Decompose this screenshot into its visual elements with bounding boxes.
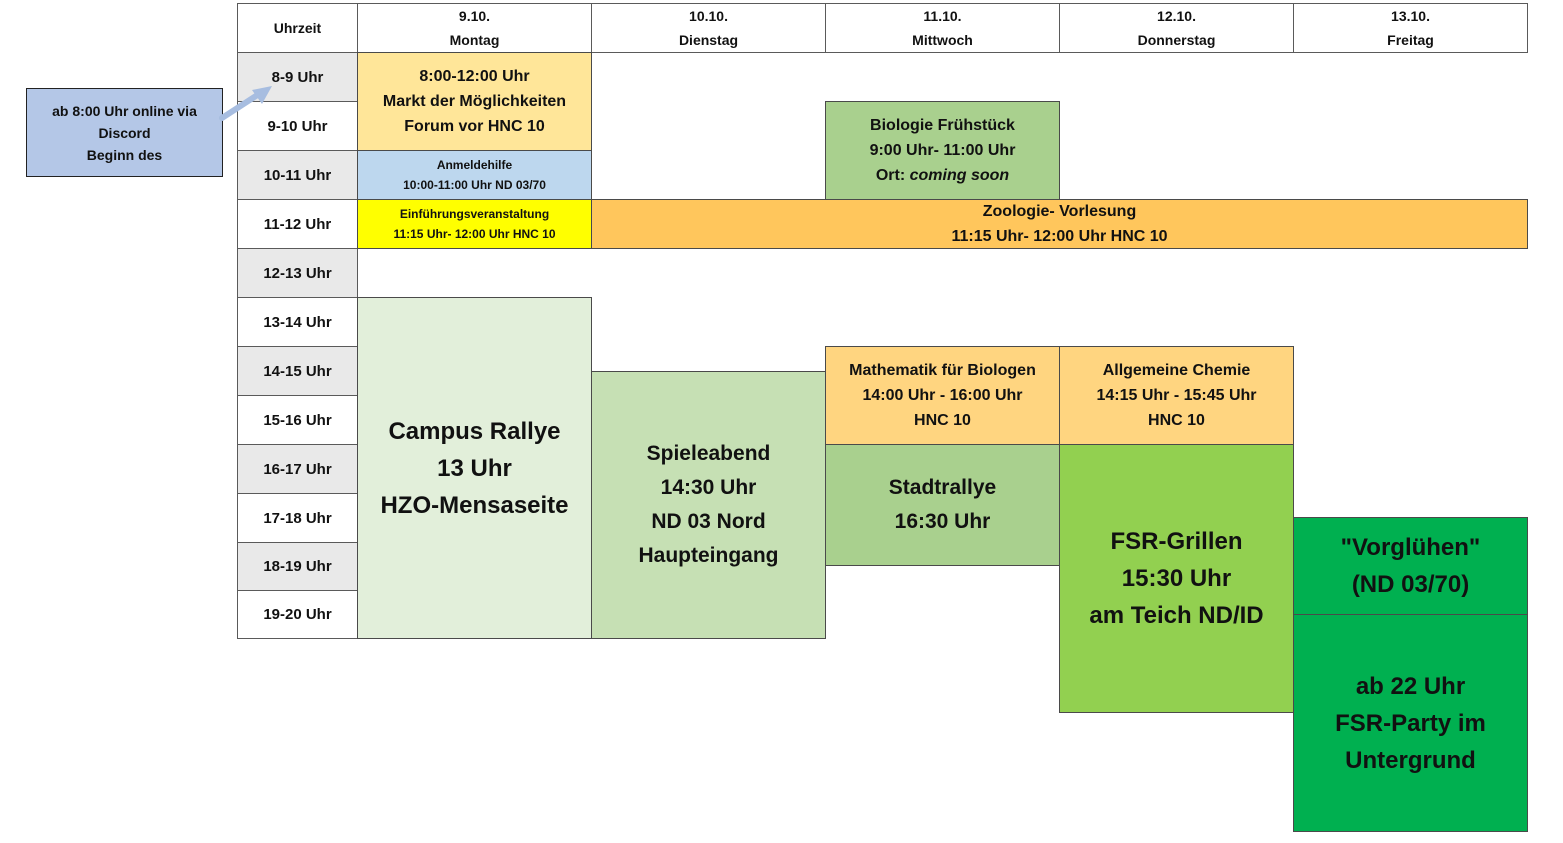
event-location: Haupteingang xyxy=(638,544,779,567)
time-slot-label: 11-12 Uhr xyxy=(263,215,332,233)
event-time: 8:00-12:00 Uhr xyxy=(419,68,530,85)
time-slot-label: 14-15 Uhr xyxy=(263,362,332,380)
time-slot-label: 17-18 Uhr xyxy=(263,509,332,527)
time-slot: 13-14 Uhr xyxy=(237,297,358,347)
time-slot: 12-13 Uhr xyxy=(237,248,358,298)
time-slot-label: 9-10 Uhr xyxy=(267,117,328,135)
event-campus-rallye: Campus Rallye 13 Uhr HZO-Mensaseite xyxy=(357,297,592,639)
event-title: FSR-Party im xyxy=(1335,709,1486,737)
header-uhrzeit: Uhrzeit xyxy=(237,3,358,53)
event-title: Allgemeine Chemie xyxy=(1102,362,1251,379)
header-day-freitag: 13.10. Freitag xyxy=(1293,3,1528,53)
discord-note: ab 8:00 Uhr online via Discord Beginn de… xyxy=(26,88,223,177)
header-weekday: Dienstag xyxy=(678,32,739,48)
header-date: 9.10. xyxy=(458,8,491,24)
event-mathematik-fuer-biologen: Mathematik für Biologen 14:00 Uhr - 16:0… xyxy=(825,346,1060,445)
time-slot-label: 18-19 Uhr xyxy=(263,558,332,575)
header-day-dienstag: 10.10. Dienstag xyxy=(591,3,826,53)
header-date: 13.10. xyxy=(1391,8,1430,24)
event-fsr-party: ab 22 Uhr FSR-Party im Untergrund xyxy=(1293,614,1528,832)
note-line: Discord xyxy=(98,124,151,141)
time-slot-label: 12-13 Uhr xyxy=(263,264,332,282)
note-line: ab 8:00 Uhr online via xyxy=(52,102,197,119)
event-time: 9:00 Uhr- 11:00 Uhr xyxy=(869,142,1016,159)
time-slot: 10-11 Uhr xyxy=(237,150,358,200)
event-title: Anmeldehilfe xyxy=(436,158,513,172)
header-date: 12.10. xyxy=(1157,8,1196,24)
event-location: (ND 03/70) xyxy=(1351,571,1470,598)
event-location: HZO-Mensaseite xyxy=(380,491,569,519)
event-time: 11:15 Uhr- 12:00 Uhr HNC 10 xyxy=(393,227,556,241)
time-slot-label: 15-16 Uhr xyxy=(263,411,332,429)
time-slot-label: 10-11 Uhr xyxy=(263,166,332,184)
note-line: Beginn des xyxy=(86,146,163,163)
event-title: Einführungsveranstaltung xyxy=(399,207,550,221)
time-slot: 19-20 Uhr xyxy=(237,590,358,639)
event-location: Forum vor HNC 10 xyxy=(404,118,545,135)
header-weekday: Donnerstag xyxy=(1137,32,1216,48)
event-location: Untergrund xyxy=(1345,746,1476,774)
header-day-donnerstag: 12.10. Donnerstag xyxy=(1059,3,1294,53)
event-time: 14:15 Uhr - 15:45 Uhr xyxy=(1096,387,1257,404)
event-title: "Vorglühen" xyxy=(1340,534,1481,561)
time-slot: 15-16 Uhr xyxy=(237,395,358,445)
header-date: 10.10. xyxy=(689,8,728,24)
time-slot-label: 16-17 Uhr xyxy=(263,460,332,478)
event-location-label: Ort: xyxy=(875,167,910,184)
event-title: FSR-Grillen xyxy=(1110,528,1243,555)
event-location: ND 03 Nord xyxy=(651,510,766,533)
event-title: Campus Rallye xyxy=(388,417,561,445)
time-slot: 14-15 Uhr xyxy=(237,346,358,396)
time-slot-label: 13-14 Uhr xyxy=(263,313,332,331)
time-slot-label: 19-20 Uhr xyxy=(263,606,332,623)
event-einfuehrungsveranstaltung: Einführungsveranstaltung 11:15 Uhr- 12:0… xyxy=(357,199,592,249)
event-biologie-fruehstueck: Biologie Frühstück 9:00 Uhr- 11:00 Uhr O… xyxy=(825,101,1060,200)
arrow-icon xyxy=(219,86,272,121)
time-slot: 17-18 Uhr xyxy=(237,493,358,543)
event-time: 14:00 Uhr - 16:00 Uhr xyxy=(862,387,1023,404)
event-markt-der-moeglichkeiten: 8:00-12:00 Uhr Markt der Möglichkeiten F… xyxy=(357,52,592,151)
event-time: 10:00-11:00 Uhr ND 03/70 xyxy=(403,178,546,192)
time-slot: 11-12 Uhr xyxy=(237,199,358,249)
event-time: ab 22 Uhr xyxy=(1355,672,1466,700)
event-location: HNC 10 xyxy=(1148,412,1205,429)
event-stadtrallye: Stadtrallye 16:30 Uhr xyxy=(825,444,1060,566)
header-date: 11.10. xyxy=(923,8,962,24)
event-location: Ort: coming soon xyxy=(876,163,1009,188)
header-weekday: Mittwoch xyxy=(912,32,973,48)
event-fsr-grillen: FSR-Grillen 15:30 Uhr am Teich ND/ID xyxy=(1059,444,1294,713)
event-time: 15:30 Uhr xyxy=(1121,565,1232,592)
event-title: Markt der Möglichkeiten xyxy=(382,93,567,110)
event-zoologie-vorlesung: Zoologie- Vorlesung 11:15 Uhr- 12:00 Uhr… xyxy=(591,199,1528,249)
event-time: 16:30 Uhr xyxy=(894,510,991,533)
header-weekday: Freitag xyxy=(1387,32,1434,48)
header-day-montag: 9.10. Montag xyxy=(357,3,592,53)
time-slot-label: 8-9 Uhr xyxy=(271,68,324,86)
event-title: Mathematik für Biologen xyxy=(849,362,1036,379)
event-time: 11:15 Uhr- 12:00 Uhr HNC 10 xyxy=(951,228,1168,245)
event-vorgluehen: "Vorglühen" (ND 03/70) xyxy=(1293,517,1528,615)
event-allgemeine-chemie: Allgemeine Chemie 14:15 Uhr - 15:45 Uhr … xyxy=(1059,346,1294,445)
event-anmeldehilfe: Anmeldehilfe 10:00-11:00 Uhr ND 03/70 xyxy=(357,150,592,200)
event-time: 13 Uhr xyxy=(437,454,512,482)
event-location: am Teich ND/ID xyxy=(1089,602,1264,629)
event-title: Stadtrallye xyxy=(888,476,997,499)
event-location-value: coming soon xyxy=(909,167,1010,184)
event-title: Zoologie- Vorlesung xyxy=(982,203,1137,220)
header-day-mittwoch: 11.10. Mittwoch xyxy=(825,3,1060,53)
header-uhrzeit-label: Uhrzeit xyxy=(273,20,322,36)
time-slot: 18-19 Uhr xyxy=(237,542,358,591)
event-title: Spieleabend xyxy=(646,442,771,465)
event-time: 14:30 Uhr xyxy=(660,476,757,499)
header-weekday: Montag xyxy=(449,32,500,48)
time-slot: 16-17 Uhr xyxy=(237,444,358,494)
event-spieleabend: Spieleabend 14:30 Uhr ND 03 Nord Hauptei… xyxy=(591,371,826,639)
event-title: Biologie Frühstück xyxy=(870,117,1015,134)
event-location: HNC 10 xyxy=(914,412,971,429)
